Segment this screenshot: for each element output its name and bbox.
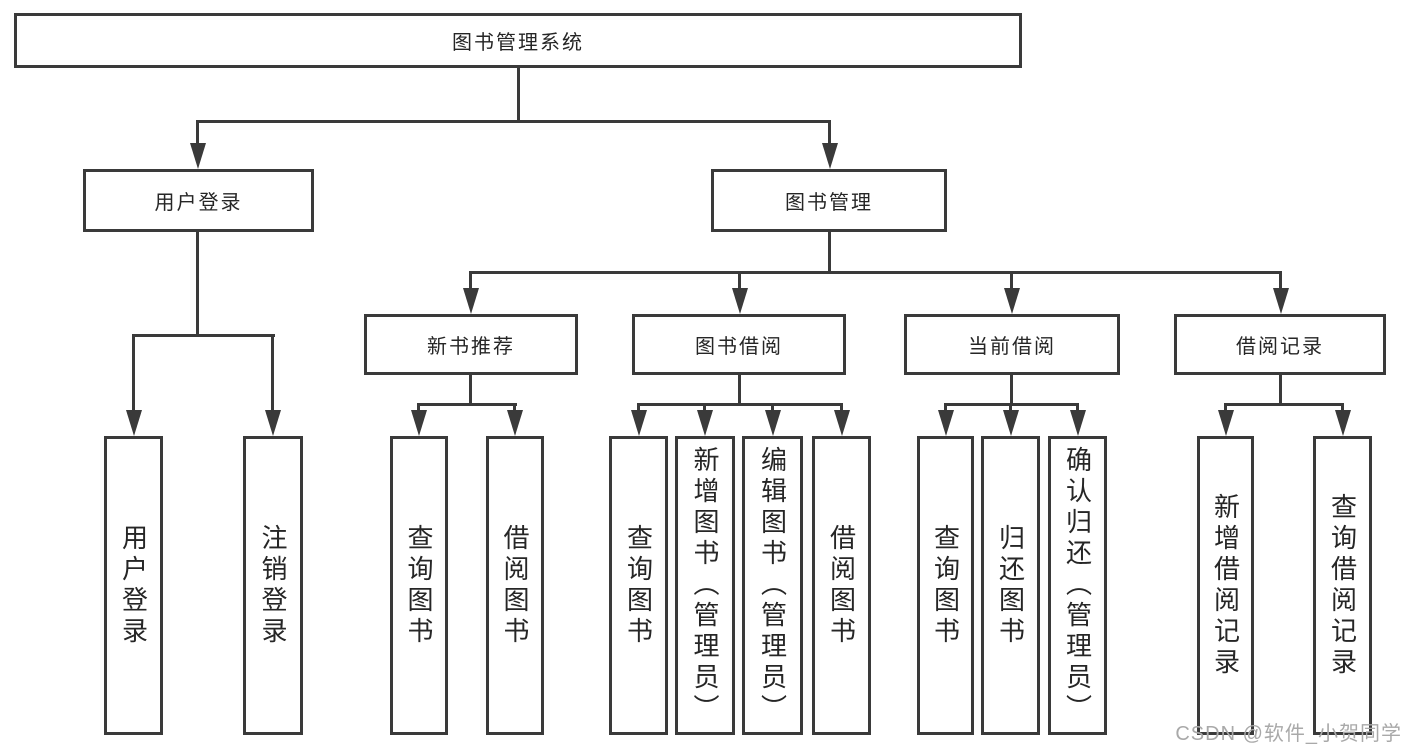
arrow-down-icon xyxy=(822,143,838,169)
connector-to-leaf-user-login xyxy=(132,336,135,412)
arrow-down-icon xyxy=(1335,410,1351,436)
node-book-management-system: 图书管理系统 xyxy=(14,13,1022,68)
leaf-logout: 注销登录 xyxy=(243,436,303,735)
connector-leaf-stem xyxy=(637,405,640,413)
connector-leaf-stem xyxy=(1224,405,1227,413)
arrow-down-icon xyxy=(732,288,748,314)
arrow-down-icon xyxy=(1003,410,1019,436)
arrow-down-icon xyxy=(938,410,954,436)
arrow-down-icon xyxy=(765,410,781,436)
arrow-down-icon xyxy=(834,410,850,436)
arrow-down-icon xyxy=(411,410,427,436)
connector-to-book-borrowing xyxy=(738,273,741,289)
connector-book-mgmt-stem xyxy=(828,232,831,274)
connector-records-stem xyxy=(1279,375,1282,406)
arrow-down-icon xyxy=(265,410,281,436)
arrow-down-icon xyxy=(126,410,142,436)
connector-leaf-stem xyxy=(417,405,420,413)
leaf-query-borrow-record: 查询借阅记录 xyxy=(1313,436,1372,735)
connector-to-user-login xyxy=(196,121,199,147)
arrow-down-icon xyxy=(507,410,523,436)
connector-current-rail xyxy=(944,403,1079,406)
connector-to-new-book-recommend xyxy=(469,273,472,289)
arrow-down-icon xyxy=(697,410,713,436)
node-book-management: 图书管理 xyxy=(711,169,947,232)
connector-recommend-stem xyxy=(469,375,472,406)
leaf-borrow-books-recommend: 借阅图书 xyxy=(486,436,544,735)
arrow-down-icon xyxy=(631,410,647,436)
connector-records-rail xyxy=(1224,403,1344,406)
connector-leaf-stem xyxy=(771,405,774,413)
arrow-down-icon xyxy=(190,143,206,169)
node-book-borrowing: 图书借阅 xyxy=(632,314,846,375)
connector-leaf-stem xyxy=(513,405,516,413)
arrow-down-icon xyxy=(463,288,479,314)
connector-leaf-stem xyxy=(1341,405,1344,413)
csdn-watermark: CSDN @软件_小贺同学 xyxy=(1175,723,1402,745)
leaf-add-borrow-record: 新增借阅记录 xyxy=(1197,436,1254,735)
connector-user-login-stem xyxy=(196,232,199,337)
leaf-query-books-borrowing: 查询图书 xyxy=(609,436,668,735)
connector-recommend-rail xyxy=(417,403,517,406)
connector-to-borrowing-records xyxy=(1279,273,1282,289)
node-borrowing-records: 借阅记录 xyxy=(1174,314,1386,375)
connector-root-stem xyxy=(517,68,520,123)
connector-level1-rail xyxy=(196,120,831,123)
connector-to-leaf-logout xyxy=(271,336,274,412)
node-user-login: 用户登录 xyxy=(83,169,314,232)
connector-leaf-stem xyxy=(944,405,947,413)
connector-leaf-stem xyxy=(1009,405,1012,413)
leaf-return-books: 归还图书 xyxy=(981,436,1040,735)
leaf-add-books-admin: 新增图书（管理员） xyxy=(675,436,735,735)
connector-borrowing-rail xyxy=(637,403,843,406)
connector-current-stem xyxy=(1010,375,1013,406)
node-current-borrowing: 当前借阅 xyxy=(904,314,1120,375)
connector-user-login-rail xyxy=(132,334,275,337)
leaf-query-books-recommend: 查询图书 xyxy=(390,436,448,735)
arrow-down-icon xyxy=(1070,410,1086,436)
leaf-query-books-current: 查询图书 xyxy=(917,436,974,735)
connector-leaf-stem xyxy=(703,405,706,413)
leaf-confirm-return-admin: 确认归还（管理员） xyxy=(1048,436,1107,735)
leaf-edit-books-admin: 编辑图书（管理员） xyxy=(742,436,803,735)
arrow-down-icon xyxy=(1218,410,1234,436)
leaf-borrow-books-borrowing: 借阅图书 xyxy=(812,436,871,735)
connector-to-current-borrowing xyxy=(1010,273,1013,289)
node-new-book-recommend: 新书推荐 xyxy=(364,314,578,375)
connector-to-book-management xyxy=(828,121,831,147)
leaf-user-login: 用户登录 xyxy=(104,436,163,735)
connector-leaf-stem xyxy=(1076,405,1079,413)
arrow-down-icon xyxy=(1004,288,1020,314)
arrow-down-icon xyxy=(1273,288,1289,314)
connector-leaf-stem xyxy=(840,405,843,413)
connector-borrowing-stem xyxy=(738,375,741,406)
connector-level3-rail xyxy=(469,271,1282,274)
